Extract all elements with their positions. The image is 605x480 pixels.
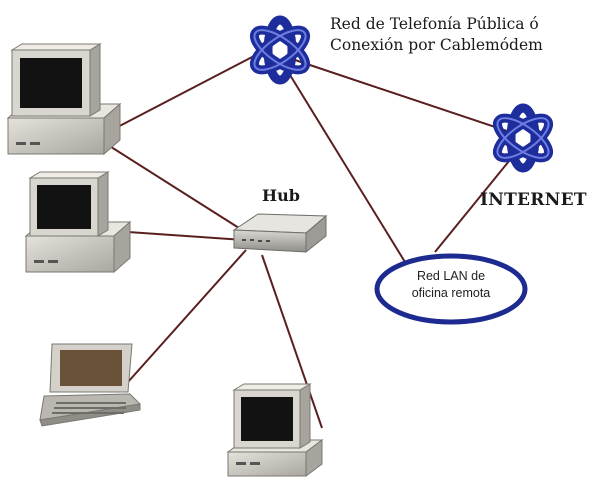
link-pc3-hub bbox=[261, 254, 323, 429]
link-pc1-network bbox=[107, 54, 257, 133]
network-title-line2: Conexión por Cablemódem bbox=[330, 36, 543, 54]
lan-ring bbox=[374, 253, 528, 325]
desktop-computer-icon bbox=[24, 171, 132, 274]
desktop-computer-icon bbox=[6, 43, 122, 156]
link-pc1-hub bbox=[107, 144, 251, 236]
link-lan-internet bbox=[434, 149, 519, 253]
link-laptop-hub bbox=[127, 249, 247, 383]
laptop-icon bbox=[39, 343, 142, 427]
connection-lines bbox=[107, 54, 519, 429]
network-title-line1: Red de Telefonía Pública ó bbox=[330, 15, 539, 33]
network-title: Red de Telefonía Pública ó Conexión por … bbox=[330, 14, 605, 56]
hub-icon bbox=[232, 213, 328, 254]
link-network-internet bbox=[294, 59, 511, 133]
network-globe-icon bbox=[249, 15, 311, 85]
internet-globe-icon bbox=[492, 103, 554, 173]
hub-label: Hub bbox=[262, 186, 300, 205]
internet-label: INTERNET bbox=[480, 190, 587, 210]
lan-label-line1: Red LAN de bbox=[416, 269, 486, 283]
link-network-lan bbox=[289, 74, 406, 263]
lan-label: Red LAN de oficina remota bbox=[384, 268, 518, 302]
link-pc2-hub bbox=[127, 231, 245, 241]
lan-label-line2: oficina remota bbox=[411, 286, 491, 300]
desktop-computer-icon bbox=[226, 383, 324, 477]
